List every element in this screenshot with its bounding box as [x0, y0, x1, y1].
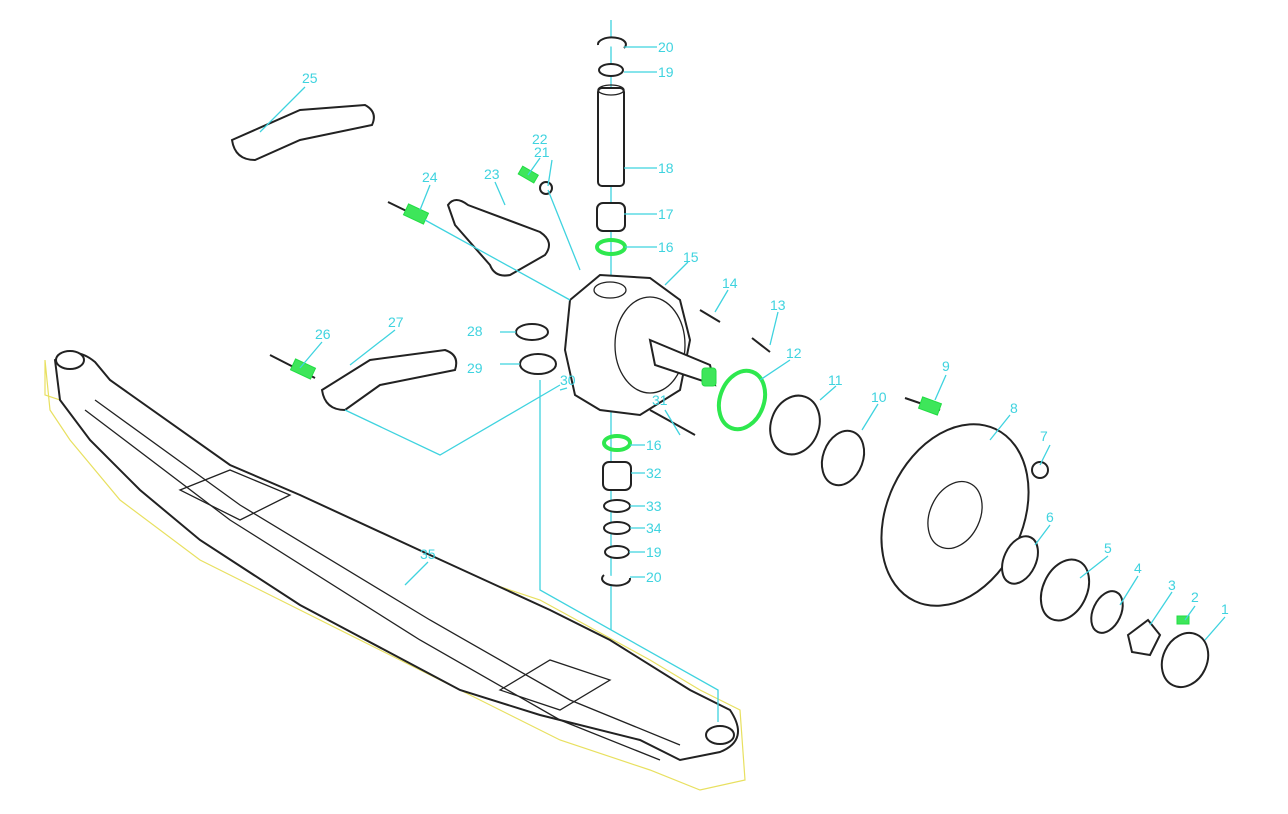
callout-27: 27 [388, 314, 404, 330]
callout-18: 18 [658, 160, 674, 176]
callout-34: 34 [646, 520, 662, 536]
callout-labels: 20 19 18 17 16 15 14 13 12 11 10 9 8 7 6… [302, 39, 1229, 617]
axle-beam [44, 350, 746, 791]
callout-33: 33 [646, 498, 662, 514]
callout-6: 6 [1046, 509, 1054, 525]
callout-24: 24 [422, 169, 438, 185]
leader-lines [259, 46, 1226, 722]
callout-29: 29 [467, 360, 483, 376]
callout-30: 30 [560, 372, 576, 388]
callout-15: 15 [683, 249, 699, 265]
callout-19-lower: 19 [646, 544, 662, 560]
callout-8: 8 [1010, 400, 1018, 416]
callout-17: 17 [658, 206, 674, 222]
callout-4: 4 [1134, 560, 1142, 576]
callout-1: 1 [1221, 601, 1229, 617]
callout-12: 12 [786, 345, 802, 361]
callout-25: 25 [302, 70, 318, 86]
callout-35: 35 [420, 546, 436, 562]
steering-knuckle [563, 273, 717, 417]
callout-20-lower: 20 [646, 569, 662, 585]
callout-2: 2 [1191, 589, 1199, 605]
callout-14: 14 [722, 275, 738, 291]
callout-11: 11 [828, 372, 843, 388]
callout-16: 16 [658, 239, 674, 255]
callout-3: 3 [1168, 577, 1176, 593]
callout-7: 7 [1040, 428, 1048, 444]
callout-19: 19 [658, 64, 674, 80]
callout-31: 31 [652, 392, 668, 408]
callout-13: 13 [770, 297, 786, 313]
callout-21: 21 [534, 144, 550, 160]
steering-arms [230, 103, 550, 412]
callout-26: 26 [315, 326, 331, 342]
callout-10: 10 [871, 389, 887, 405]
callout-23: 23 [484, 166, 500, 182]
callout-22: 22 [532, 131, 548, 147]
callout-5: 5 [1104, 540, 1112, 556]
callout-16-lower: 16 [646, 437, 662, 453]
king-pin-stack [595, 20, 632, 630]
callout-20: 20 [658, 39, 674, 55]
bearings-seals [515, 323, 1210, 689]
callout-9: 9 [942, 358, 950, 374]
callout-32: 32 [646, 465, 662, 481]
callout-28: 28 [467, 323, 483, 339]
